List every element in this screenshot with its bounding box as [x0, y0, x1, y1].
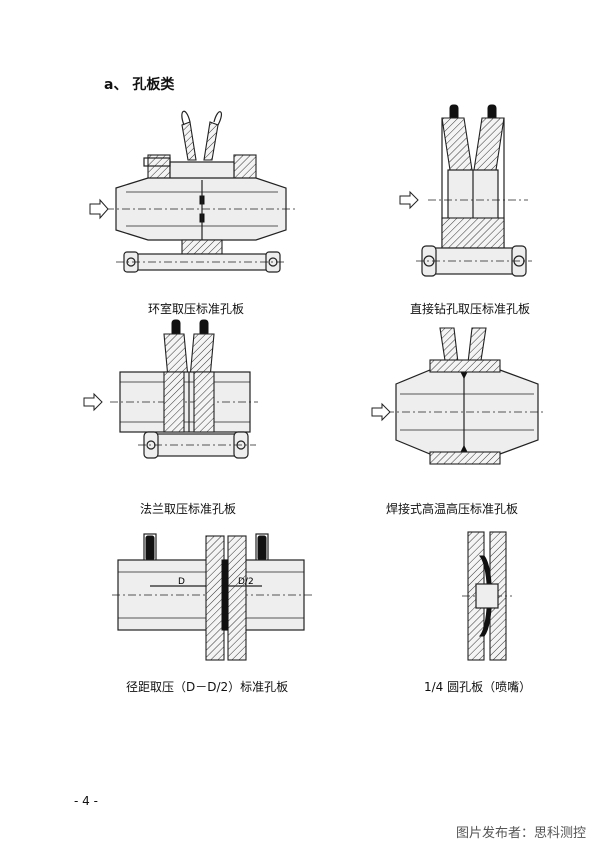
figure-d-d2-tap-orifice: D D/2 — [112, 532, 312, 662]
figure-direct-drill-orifice — [398, 100, 548, 290]
watermark: 图片发布者：思科测控 — [455, 826, 586, 841]
caption-welded-htp: 焊接式高温高压标准孔板 — [386, 502, 519, 516]
page-number: - 4 - — [74, 794, 98, 808]
section-title: a、 孔板类 — [104, 77, 175, 93]
figure-flange-tap-orifice — [80, 318, 260, 478]
caption-direct-drill: 直接钻孔取压标准孔板 — [410, 302, 531, 316]
figure-welded-htp-orifice — [368, 320, 548, 480]
label-d: D — [178, 577, 185, 587]
caption-flange-tap: 法兰取压标准孔板 — [140, 502, 237, 516]
label-d2: D/2 — [238, 577, 254, 587]
caption-d-d2-tap: 径距取压（D－D/2）标准孔板 — [126, 680, 289, 694]
caption-quarter-circle: 1/4 圆孔板（喷嘴） — [424, 680, 532, 694]
figure-ring-chamber-orifice — [86, 100, 306, 290]
caption-ring-chamber: 环室取压标准孔板 — [148, 302, 245, 316]
figure-quarter-circle-orifice — [462, 528, 512, 664]
